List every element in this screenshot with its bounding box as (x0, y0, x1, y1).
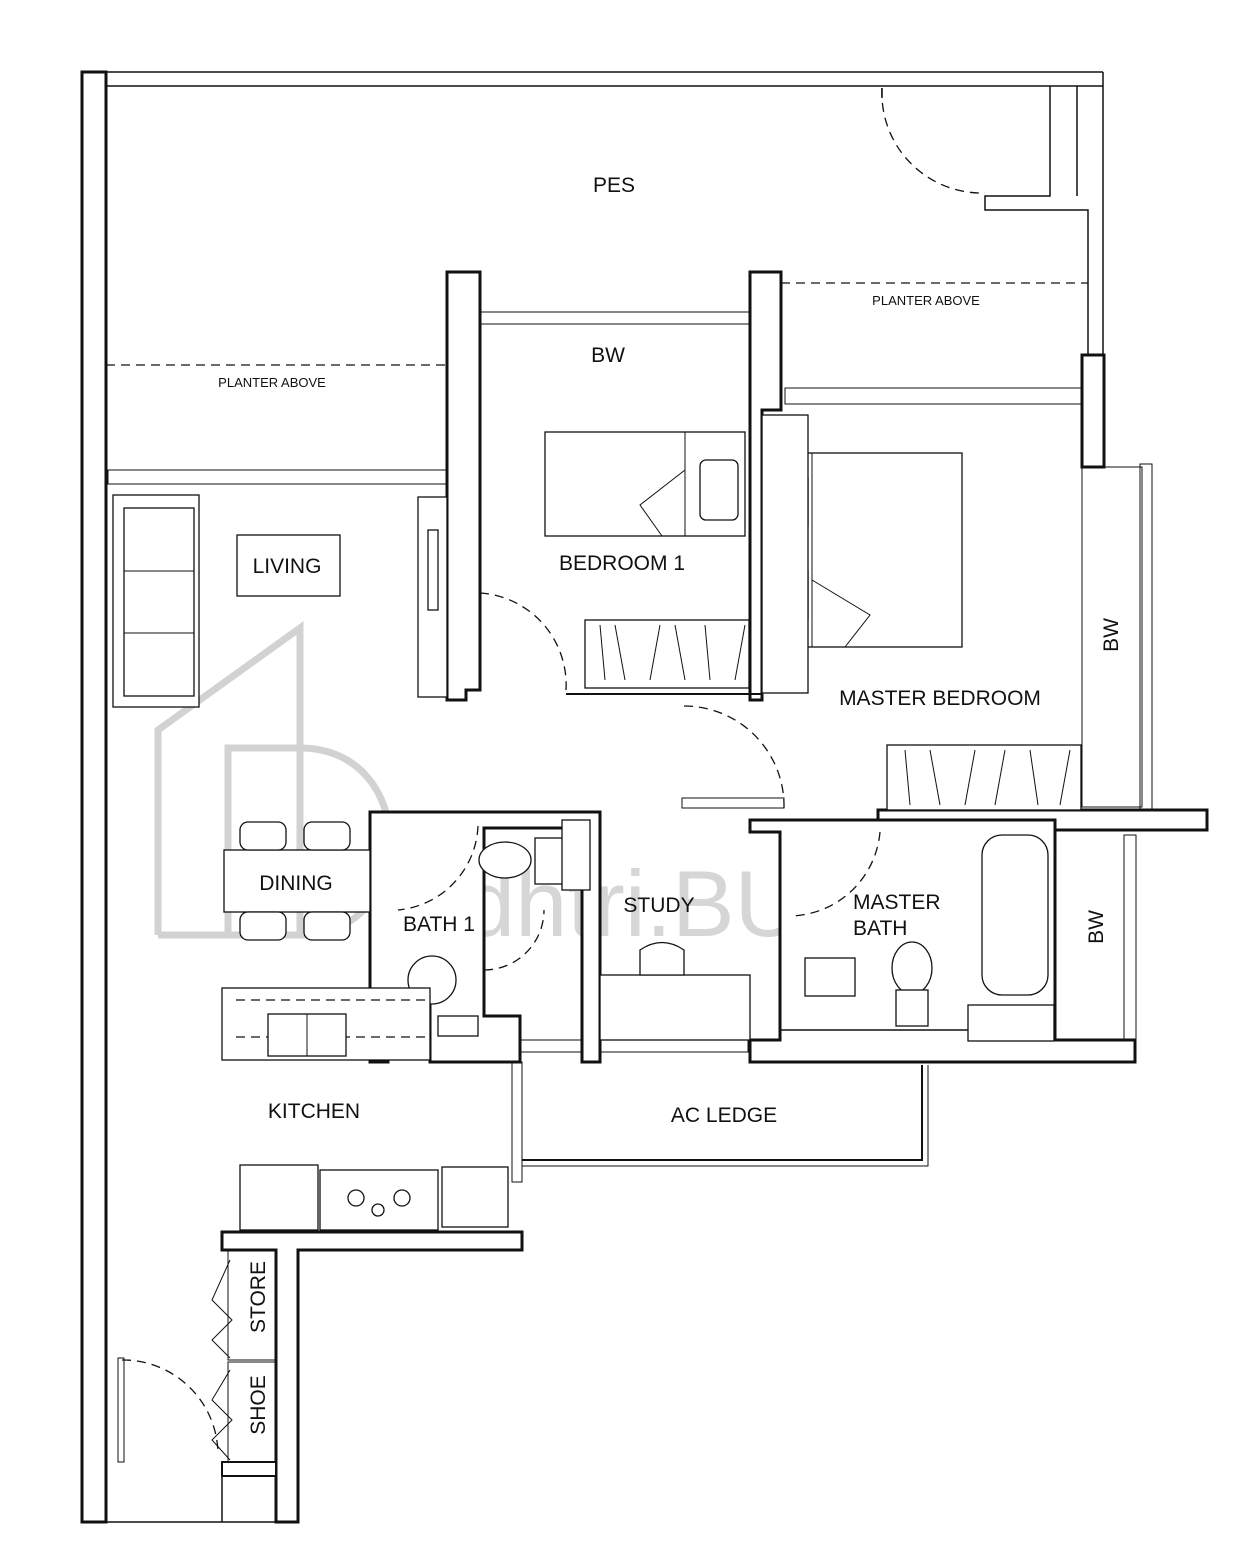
label-shoe: SHOE (247, 1375, 270, 1435)
dining-chair-4 (303, 911, 351, 941)
bath-1-door-swing (397, 825, 479, 911)
master-column (1080, 353, 1106, 469)
label-bedroom-1: BEDROOM 1 (559, 552, 685, 575)
ac-ledge-boundary (522, 1065, 923, 1161)
label-pes: PES (593, 174, 635, 197)
tv (427, 529, 439, 611)
label-master-bath-line2: BATH (853, 917, 907, 940)
kitchen-fridge (239, 1164, 319, 1231)
bw-window-top (480, 311, 750, 325)
label-bath-1: BATH 1 (403, 913, 475, 936)
bath-1-shelf (561, 819, 591, 891)
bathtub (981, 834, 1049, 996)
bedroom-1-wardrobe (584, 619, 750, 689)
label-bw-master-bath: BW (1085, 910, 1108, 944)
label-living: LIVING (253, 555, 322, 578)
bath-1-toilet (478, 841, 532, 879)
kitchen-hob-counter (319, 1169, 439, 1231)
watermark-house-outline (154, 621, 304, 935)
label-store: STORE (247, 1261, 270, 1333)
label-kitchen: KITCHEN (268, 1100, 360, 1123)
study-door-frame (681, 797, 785, 809)
dining-chair-1 (239, 821, 287, 851)
entrance-door-leaf (117, 1357, 125, 1463)
store-cabinet (227, 1249, 277, 1361)
dining-table (223, 849, 371, 913)
dining-chair-3 (239, 911, 287, 941)
hob-burner-2 (371, 1203, 385, 1217)
store-folding-door (211, 1259, 233, 1359)
bedroom-1-door-swing (479, 592, 567, 691)
label-dining: DINING (259, 872, 333, 895)
label-planter-above-right: PLANTER ABOVE (872, 293, 980, 308)
coffee-table (236, 534, 341, 597)
bedroom-1-east-wall (748, 270, 783, 702)
label-study: STUDY (623, 894, 694, 917)
bath-1-inner-door-swing (483, 909, 545, 971)
label-bw-top: BW (591, 344, 625, 367)
label-planter-above-left: PLANTER ABOVE (218, 375, 326, 390)
bedroom-1-west-wall (445, 270, 482, 702)
label-ac-ledge: AC LEDGE (671, 1104, 777, 1127)
furniture (112, 414, 1082, 1231)
entrance-door-swing (121, 1359, 219, 1455)
master-bath-toilet (891, 941, 933, 995)
master-bath-walls (748, 818, 1137, 1064)
hob-burner-3 (393, 1189, 411, 1207)
living-window (107, 469, 447, 485)
master-side-cabinet (761, 414, 809, 694)
hob-burner-1 (347, 1189, 365, 1207)
kitchen-window (511, 1061, 523, 1183)
label-master-bedroom: MASTER BEDROOM (839, 687, 1041, 710)
master-bath-door-swing (789, 831, 881, 917)
shoe-folding-door (211, 1369, 233, 1461)
study-chair (639, 941, 685, 976)
master-bath-vanity (967, 1004, 1055, 1042)
doors (117, 87, 986, 1463)
west-wall (80, 70, 108, 1524)
bath-1-cabinet (437, 1015, 479, 1037)
master-bath-basin (804, 957, 856, 997)
master-wardrobe (886, 744, 1082, 811)
kitchen-oven (441, 1166, 509, 1228)
master-bedroom-door-swing (683, 705, 785, 809)
pes-step (984, 86, 1089, 355)
pes-door-swing (881, 87, 986, 194)
bedroom-1-pillow (699, 459, 739, 521)
study-desk (599, 974, 751, 1041)
master-window-top (784, 387, 1082, 405)
bw-ledge-right (1081, 466, 1143, 808)
bw-window-master-bath (1123, 834, 1137, 1046)
study-window (519, 1039, 749, 1053)
room-labels: PES PLANTER ABOVE BW PLANTER ABOVE BEDRO… (218, 174, 1123, 1435)
label-master-bath-line1: MASTER (853, 891, 941, 914)
dining-chair-2 (303, 821, 351, 851)
label-bw-right: BW (1100, 618, 1123, 652)
